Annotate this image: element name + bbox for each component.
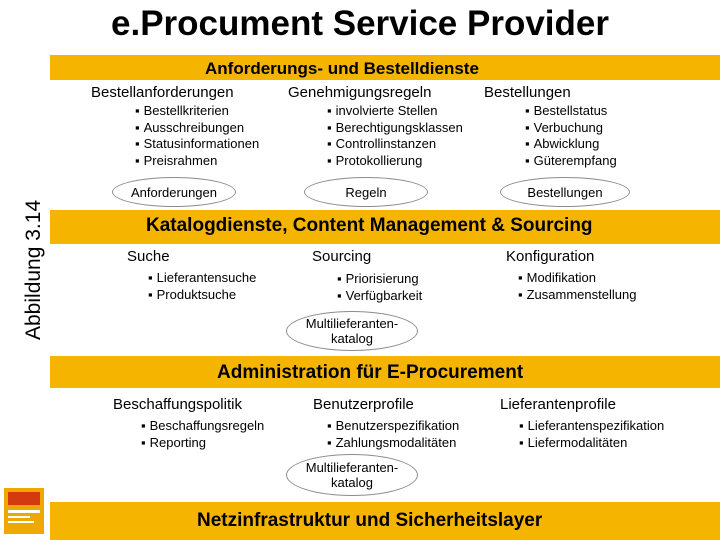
list-item: Preisrahmen xyxy=(135,153,259,170)
page-title: e.Procument Service Provider xyxy=(111,4,609,43)
section-title-catalog: Katalogdienste, Content Management & Sou… xyxy=(146,215,593,236)
oval-label-line-2: katalog xyxy=(331,331,373,346)
list-item: Ausschreibungen xyxy=(135,120,259,137)
bullet-list-user-profiles: Benutzerspezifikation Zahlungsmodalitäte… xyxy=(327,418,460,452)
list-item: Beschaffungsregeln xyxy=(141,418,265,435)
column-head-user-profiles: Benutzerprofile xyxy=(313,396,414,413)
oval-label: Anforderungen xyxy=(130,184,217,200)
list-item: Bestellkriterien xyxy=(135,103,259,120)
section-title-infrastructure: Netzinfrastruktur und Sicherheitslayer xyxy=(197,510,543,531)
list-item: Verfügbarkeit xyxy=(337,288,423,305)
list-item: Zahlungsmodalitäten xyxy=(327,435,459,452)
column-head-search: Suche xyxy=(127,248,170,265)
list-item: Benutzerspezifikation xyxy=(327,418,460,435)
list-item: Abwicklung xyxy=(525,136,617,153)
oval-label-line-2: katalog xyxy=(331,475,373,490)
list-item: Statusinformationen xyxy=(135,136,260,153)
column-head-configuration: Konfiguration xyxy=(506,248,595,265)
list-item: Priorisierung xyxy=(337,271,422,288)
oval-requests: Anforderungen xyxy=(112,177,236,207)
list-item: Berechtigungsklassen xyxy=(327,120,463,137)
list-item: Güterempfang xyxy=(525,153,617,170)
section-title-ordering: Anforderungs- und Bestelldienste xyxy=(205,59,479,78)
bullet-list-search: Lieferantensuche Produktsuche xyxy=(148,270,257,304)
column-head-purchase-requests: Bestellanforderungen xyxy=(91,84,234,101)
bullet-list-orders: Bestellstatus Verbuchung Abwicklung Güte… xyxy=(525,103,617,169)
column-head-supplier-profiles: Lieferantenprofile xyxy=(500,396,616,413)
list-item: Reporting xyxy=(141,435,264,452)
bullet-list-purchase-requests: Bestellkriterien Ausschreibungen Statusi… xyxy=(135,103,260,170)
oval-multi-supplier-catalog: Multilieferanten- katalog xyxy=(286,311,418,351)
list-item: Bestellstatus xyxy=(525,103,617,120)
list-item: Verbuchung xyxy=(525,120,617,137)
bullet-list-supplier-profiles: Lieferantenspezifikation Liefermodalität… xyxy=(519,418,665,452)
list-item: involvierte Stellen xyxy=(327,103,463,120)
list-item: Controllinstanzen xyxy=(327,136,463,153)
oval-orders: Bestellungen xyxy=(500,177,630,207)
bullet-list-procurement-policy: Beschaffungsregeln Reporting xyxy=(141,418,265,452)
column-head-approval-rules: Genehmigungsregeln xyxy=(288,84,432,101)
column-head-orders: Bestellungen xyxy=(484,84,571,101)
list-item: Modifikation xyxy=(518,270,636,287)
section-title-administration: Administration für E-Procurement xyxy=(217,362,524,383)
oval-rules: Regeln xyxy=(304,177,428,207)
list-item: Zusammenstellung xyxy=(518,287,637,304)
list-item: Produktsuche xyxy=(148,287,256,304)
oval-label: Bestellungen xyxy=(527,184,603,200)
oval-multi-supplier-catalog-admin: Multilieferanten- katalog xyxy=(286,454,418,496)
list-item: Liefermodalitäten xyxy=(519,435,664,452)
list-item: Protokollierung xyxy=(327,153,463,170)
list-item: Lieferantenspezifikation xyxy=(519,418,665,435)
column-head-procurement-policy: Beschaffungspolitik xyxy=(113,396,242,413)
figure-label: Abbildung 3.14 xyxy=(22,199,45,340)
column-head-sourcing: Sourcing xyxy=(312,248,372,265)
oval-label-line-1: Multilieferanten- xyxy=(305,316,399,331)
oval-label: Regeln xyxy=(345,184,387,200)
bullet-list-configuration: Modifikation Zusammenstellung xyxy=(518,270,637,304)
bullet-list-sourcing: Priorisierung Verfügbarkeit xyxy=(337,271,423,305)
list-item: Lieferantensuche xyxy=(148,270,257,287)
oval-label-line-1: Multilieferanten- xyxy=(305,460,399,475)
bullet-list-approval-rules: involvierte Stellen Berechtigungsklassen… xyxy=(327,103,463,169)
logo-icon xyxy=(4,488,44,534)
